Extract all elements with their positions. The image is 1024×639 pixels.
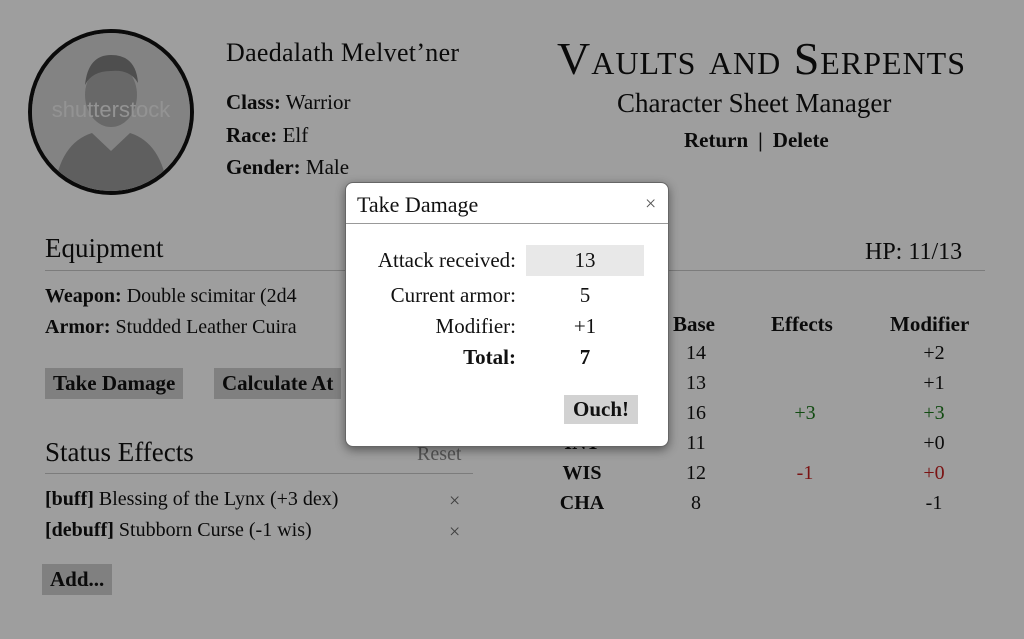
reset-effects-button[interactable]: Reset: [417, 443, 462, 465]
status-effect-item: [buff] Blessing of the Lynx (+3 dex): [45, 488, 339, 510]
stat-modifier: +1: [923, 372, 945, 394]
equipment-heading: Equipment: [45, 233, 164, 263]
stats-header-base: Base: [673, 312, 715, 336]
stat-modifier: -1: [925, 492, 943, 514]
stat-effect: +3: [794, 402, 816, 424]
modifier-value: +1: [573, 314, 597, 338]
armor-line: Armor: Studded Leather Cuira: [45, 316, 297, 338]
stat-base: 16: [686, 402, 706, 424]
remove-effect-icon[interactable]: ×: [449, 521, 461, 543]
stat-modifier: +0: [923, 462, 945, 484]
stat-base: 12: [686, 462, 706, 484]
character-class: Class: Warrior: [226, 90, 351, 114]
stats-header-modifier: Modifier: [890, 312, 970, 336]
stat-base: 14: [686, 342, 706, 364]
character-name: Daedalath Melvet’ner: [226, 38, 460, 67]
current-armor-label: Current armor:: [390, 283, 516, 307]
ouch-button[interactable]: Ouch!: [564, 395, 639, 424]
stat-modifier: +0: [923, 432, 945, 454]
dialog-divider: [346, 223, 668, 224]
attack-received-input[interactable]: [526, 245, 644, 276]
hp-display: HP: 11/13: [865, 239, 963, 265]
app-title: Vaults and Serpents: [557, 33, 966, 84]
modifier-label: Modifier:: [435, 314, 516, 338]
stat-modifier: +3: [923, 402, 945, 424]
character-race: Race: Elf: [226, 123, 309, 147]
avatar-watermark: shutterstock: [51, 97, 171, 122]
header-nav: Return | Delete: [684, 128, 829, 153]
weapon-line: Weapon: Double scimitar (2d4: [45, 285, 297, 307]
return-link[interactable]: Return: [684, 128, 749, 152]
stat-base: 13: [686, 372, 706, 394]
stat-name: CHA: [559, 492, 605, 514]
take-damage-button[interactable]: Take Damage: [45, 368, 184, 399]
attack-received-label: Attack received:: [377, 248, 516, 272]
close-icon[interactable]: ×: [645, 193, 657, 215]
take-damage-dialog: Take Damage × Attack received: Current a…: [345, 182, 669, 447]
total-value: 7: [579, 345, 591, 369]
character-gender: Gender: Male: [226, 155, 350, 179]
nav-separator: |: [758, 128, 763, 152]
stat-modifier: +2: [923, 342, 945, 364]
current-armor-value: 5: [579, 283, 591, 307]
delete-link[interactable]: Delete: [772, 128, 829, 152]
total-label: Total:: [463, 345, 516, 369]
stat-effect: -1: [796, 462, 814, 484]
avatar-portrait: [32, 33, 190, 191]
add-effect-button[interactable]: Add...: [42, 564, 113, 595]
status-effects-divider: [45, 473, 473, 474]
calculate-attack-button[interactable]: Calculate At: [214, 368, 342, 399]
dialog-title: Take Damage: [357, 192, 479, 217]
stats-header-effects: Effects: [771, 312, 833, 336]
stat-base: 11: [686, 432, 706, 454]
stat-base: 8: [691, 492, 701, 514]
avatar: shutterstock: [28, 29, 194, 195]
status-effect-item: [debuff] Stubborn Curse (-1 wis): [45, 519, 312, 541]
stat-name: WIS: [562, 462, 602, 484]
status-effects-heading: Status Effects: [45, 437, 194, 467]
app-subtitle: Character Sheet Manager: [617, 88, 892, 118]
remove-effect-icon[interactable]: ×: [449, 490, 461, 512]
